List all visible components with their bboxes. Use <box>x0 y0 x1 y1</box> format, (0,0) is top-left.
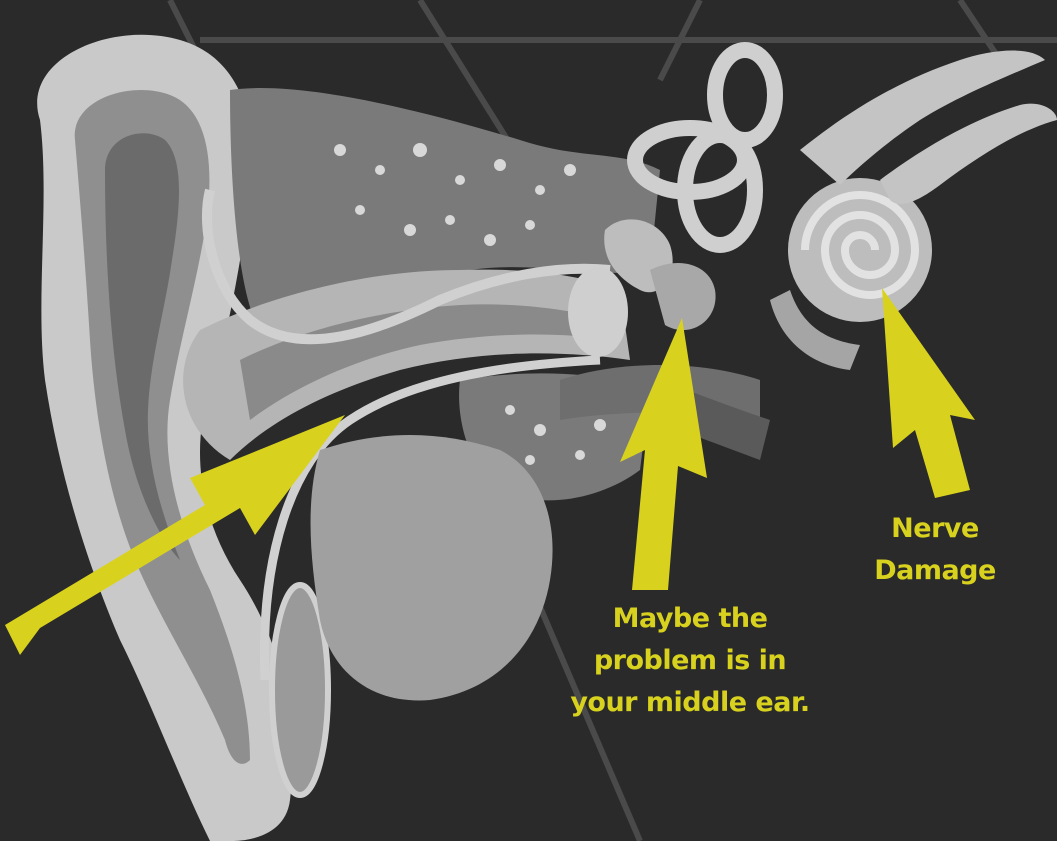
middle-ear-arrow <box>620 318 707 590</box>
middle-ear-label: Maybe the problem is in your middle ear. <box>540 598 840 724</box>
auditory-nerve <box>800 51 1057 204</box>
middle-ear-label-line: Maybe the <box>540 598 840 640</box>
nerve-damage-label-line: Nerve <box>855 508 1015 550</box>
middle-ear-label-line: problem is in <box>540 640 840 682</box>
nerve-arrow <box>882 288 975 498</box>
nerve-damage-label: Nerve Damage <box>855 508 1015 592</box>
nerve-damage-label-line: Damage <box>855 550 1015 592</box>
semicircular-canals <box>635 50 775 245</box>
middle-ear-label-line: your middle ear. <box>540 682 840 724</box>
